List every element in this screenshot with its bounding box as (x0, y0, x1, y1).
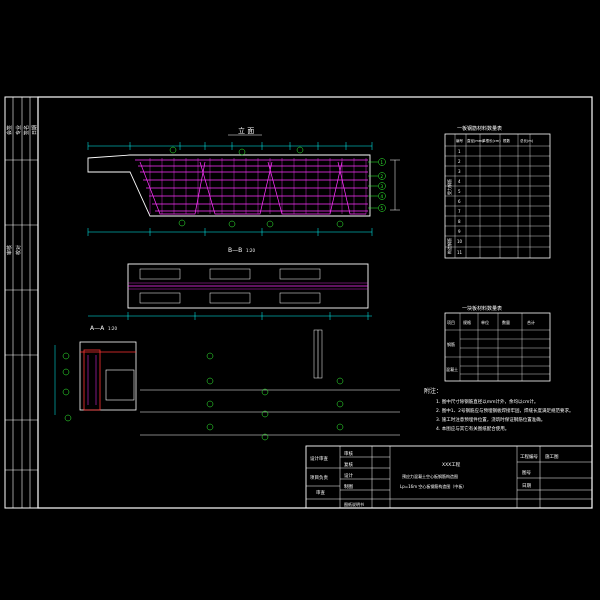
t2-h4: 合计 (527, 319, 535, 325)
title-block: 设计审查 项目负责 审查 审核 复核 设计 制图 XXX工程 预应力混凝土空心板… (305, 445, 593, 509)
t1-h2: 单根长(cm) (482, 138, 501, 143)
table-2: 一块板材料数量表 项目 规格 单位 数量 合计 钢筋 混凝土 (444, 305, 551, 382)
elevation-view: 立 面 (87, 126, 400, 236)
section-title: A—A (90, 325, 105, 332)
tb-bottom-left: 图纸说明书 (344, 501, 364, 507)
t1-r10: 10 (457, 239, 463, 244)
t1-group-0: 受力钢筋 (446, 179, 452, 195)
t1-h4: 总长(m) (520, 138, 534, 143)
plan-title: B—B (228, 247, 242, 254)
t1-r4: 4 (458, 179, 461, 184)
note-line-4: 4. 本图应与其它有关图纸配合使用。 (436, 425, 509, 432)
t2-h3: 数量 (502, 319, 510, 325)
side-strip (5, 97, 38, 508)
table1-title: 一板钢筋材料数量表 (457, 125, 502, 132)
tb-row-3: 制图 (344, 483, 353, 490)
t1-h1: 直径(mm) (467, 138, 484, 143)
tb-project: XXX工程 (442, 461, 461, 468)
t1-h0: 编号 (456, 138, 464, 143)
t1-r1: 1 (458, 149, 461, 154)
tb-row-1: 复核 (344, 461, 353, 468)
table2-title: 一块板材料数量表 (462, 305, 502, 312)
side-label-5: 校对 (15, 245, 22, 255)
tb-left-0: 设计审查 (310, 455, 328, 462)
tb-row-2: 设计 (344, 472, 353, 479)
t1-r7: 7 (458, 209, 461, 214)
note-line-2: 2. 图中1、2号钢筋应与预埋钢板焊接牢固，焊缝长度满足规范要求。 (436, 407, 573, 414)
tb-left-2: 审查 (316, 489, 325, 496)
elevation-title: 立 面 (238, 126, 254, 135)
note-line-3: 3. 施工时注意预埋件位置，浇筑时保证钢筋位置准确。 (436, 416, 545, 423)
section-scale: 1:20 (108, 326, 117, 331)
bar-label-5: 5 (381, 206, 384, 211)
t2-h2: 单位 (481, 319, 489, 325)
notes: 附注： 1. 图中尺寸除钢筋直径以mm计外，余均以cm计。 2. 图中1、2号钢… (424, 387, 573, 432)
tb-left-1: 项目负责 (310, 474, 328, 481)
t1-h3: 根数 (503, 138, 511, 143)
tb-right-2: 日期 (522, 483, 531, 489)
t1-r8: 8 (458, 219, 461, 224)
plan-view: B—B 1:20 (88, 247, 372, 320)
tb-right-value-0: 施工图 (545, 453, 559, 460)
bar-label-2: 2 (381, 174, 384, 179)
tb-right-1: 图号 (522, 470, 531, 476)
side-label-2: 签名 (23, 125, 30, 135)
side-label-3: 日期 (32, 125, 38, 135)
side-label-4: 审核 (6, 245, 13, 255)
bar-label-3: 3 (381, 184, 384, 189)
side-label-0: 会签 (6, 125, 13, 135)
table-1: 一板钢筋材料数量表 编号 直径(mm) 单根长(cm) 根数 (444, 125, 551, 259)
tb-right-0: 工程编号 (520, 453, 538, 460)
note-line-1: 1. 图中尺寸除钢筋直径以mm计外，余均以cm计。 (436, 398, 538, 405)
plan-scale: 1:20 (246, 248, 255, 253)
t1-group-1: 构造钢筋 (446, 238, 452, 254)
t1-r6: 6 (458, 199, 461, 204)
bar-label-4: 4 (381, 194, 384, 199)
t2-h1: 规格 (463, 319, 471, 325)
t1-r5: 5 (458, 189, 461, 194)
t2-h0: 项目 (447, 319, 455, 325)
t2-side-1: 混凝土 (446, 366, 458, 372)
side-label-1: 专业 (15, 125, 22, 135)
t1-r11: 11 (457, 250, 463, 255)
notes-heading: 附注： (424, 387, 442, 395)
tb-title-2: Lp=16m 空心板钢筋构造图（中板） (400, 483, 466, 489)
t1-r9: 9 (458, 229, 461, 234)
t2-side-0: 钢筋 (447, 341, 455, 347)
bar-details (140, 329, 400, 441)
tb-row-0: 审核 (344, 450, 353, 457)
section-view: A—A 1:20 (54, 325, 137, 422)
tb-title-1: 预应力混凝土空心板钢筋构造图 (402, 473, 458, 479)
t1-r2: 2 (458, 159, 461, 164)
t1-r3: 3 (458, 169, 461, 174)
side-strip-labels: 会签 专业 签名 日期 审核 校对 (6, 125, 38, 255)
bar-label-1: 1 (381, 160, 384, 165)
